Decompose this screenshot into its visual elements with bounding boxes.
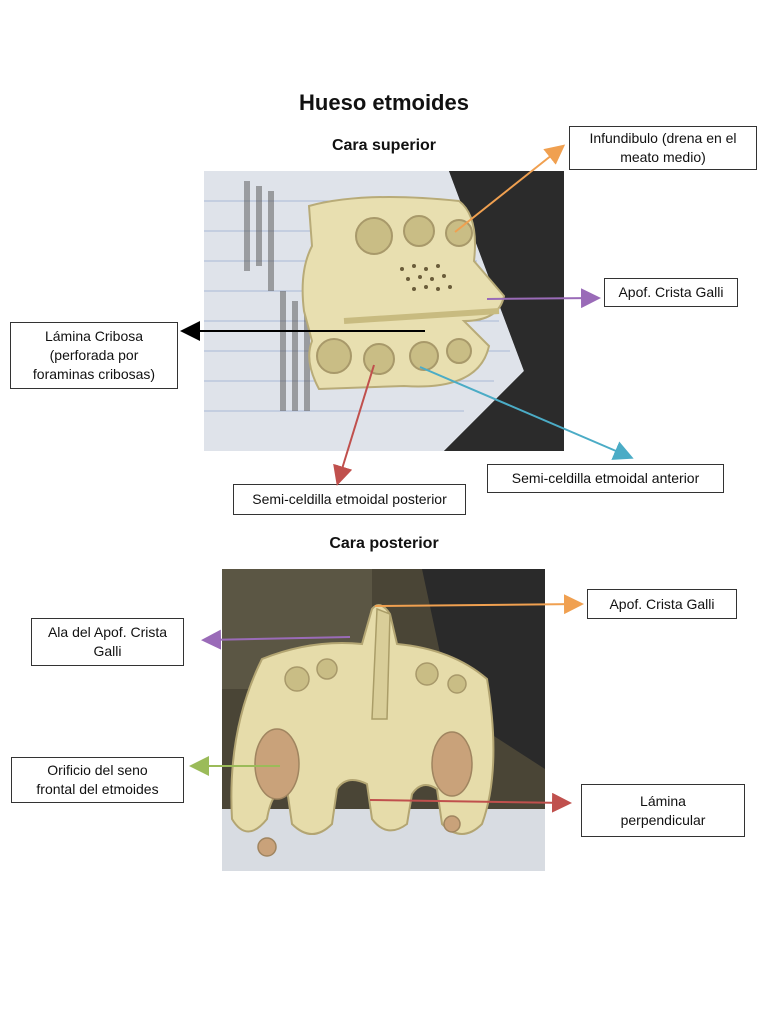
arrow-lamina-perpendicular xyxy=(370,800,568,803)
arrow-semi-celdilla-anterior xyxy=(420,367,630,457)
arrow-crista-galli-posterior xyxy=(375,604,580,606)
arrow-infundibulo xyxy=(455,147,562,232)
arrow-semi-celdilla-posterior xyxy=(338,365,374,482)
arrow-ala-crista-galli xyxy=(205,637,350,640)
arrow-crista-galli-superior xyxy=(487,298,597,299)
